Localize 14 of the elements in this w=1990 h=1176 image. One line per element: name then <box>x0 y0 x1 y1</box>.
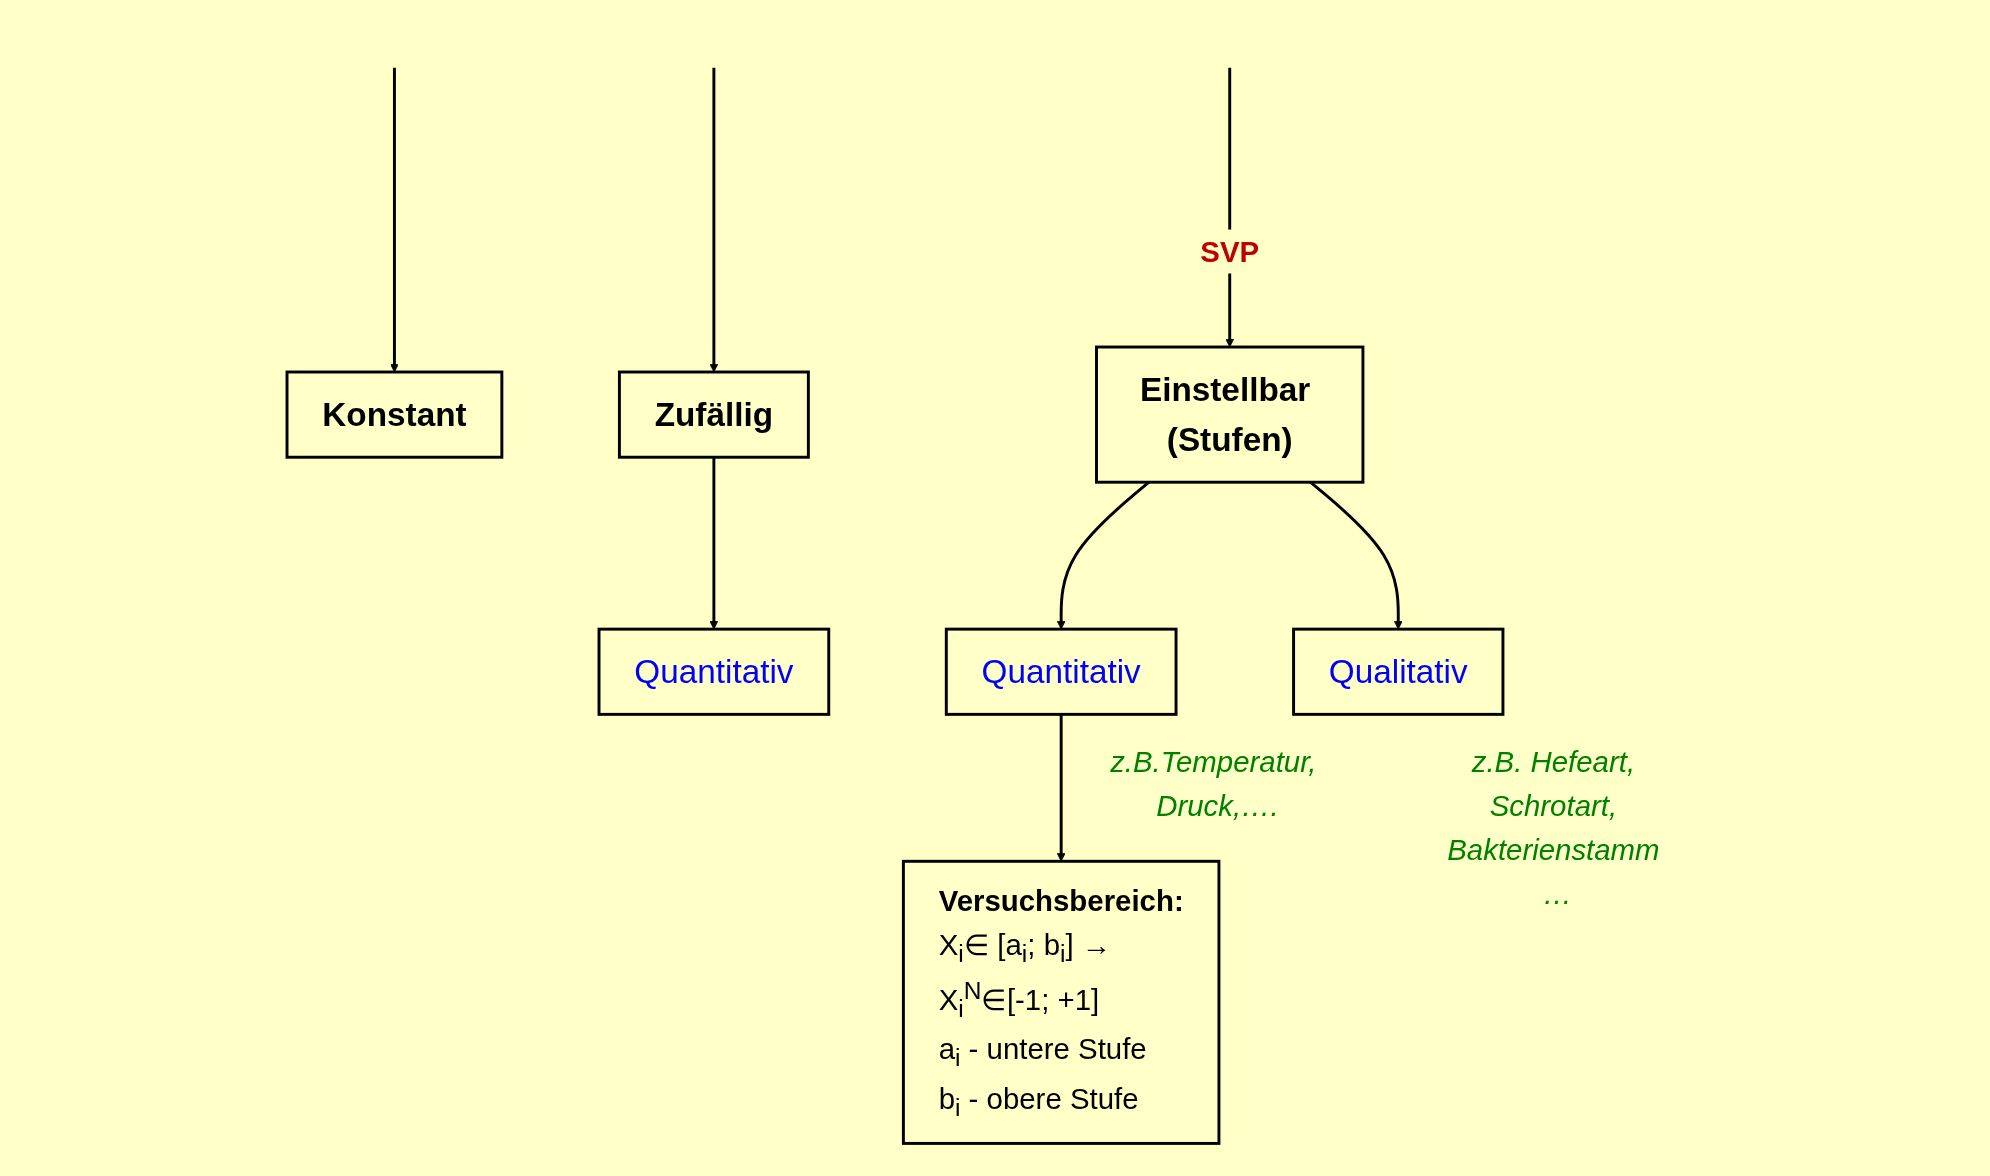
arrow <box>390 67 399 373</box>
node-label: z.B. Hefeart, Schrotart, Bakterienstamm … <box>1447 745 1660 911</box>
edge-label: SVP <box>1200 235 1260 268</box>
node-box: Quantitativ <box>597 627 831 716</box>
arrow <box>709 457 719 630</box>
node-box: Versuchsbereich: X$_{i}$∈ [a$_{i}$; b$_{i}$] → X$_{i}$$^{N}$∈[-1; +1] a$_{i}$ - untere Stufe b$_{i}$ - obere Stufe <box>901 859 1221 1145</box>
node-box: Zufällig <box>617 370 810 459</box>
arrow <box>1056 714 1066 862</box>
node-box: Konstant <box>285 370 504 459</box>
node-box: Quantitativ <box>944 627 1178 716</box>
node-box: Qualitativ <box>1292 627 1505 716</box>
node-box: Einstellbar (Stufen) <box>1095 345 1365 484</box>
node-label: z.B.Temperatur, Druck,…. <box>1110 745 1317 823</box>
arrow <box>709 67 719 373</box>
